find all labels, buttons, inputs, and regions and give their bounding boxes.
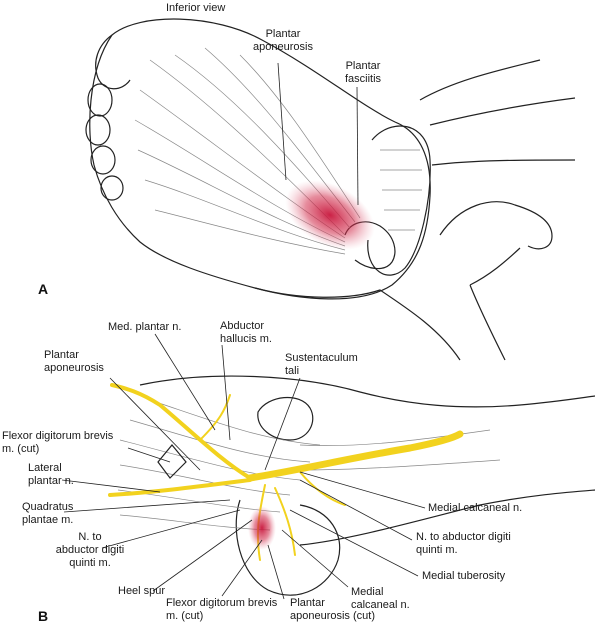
label-medial-calcaneal-n-bottom: Medial calcaneal n. bbox=[351, 586, 410, 611]
hand-outline bbox=[254, 287, 461, 361]
leader-abductor-hallucis bbox=[221, 344, 231, 441]
leader-medial-calcaneal-right bbox=[299, 471, 426, 509]
label-plantar-aponeurosis-b: Plantar aponeurosis bbox=[44, 349, 104, 374]
panel-a-letter: A bbox=[38, 281, 49, 297]
leader-plantar-fasciitis bbox=[356, 86, 359, 206]
panel-b-leaders bbox=[61, 333, 426, 600]
nerve-branch-3 bbox=[274, 487, 296, 556]
leg-outline-top bbox=[139, 375, 595, 408]
heel-outline bbox=[235, 499, 341, 596]
nerve-branch-1 bbox=[199, 394, 231, 441]
leader-med-plantar-n bbox=[154, 333, 216, 431]
malleolus bbox=[257, 396, 314, 441]
leader-lateral-plantar-n bbox=[61, 479, 161, 493]
label-med-plantar-n: Med. plantar n. bbox=[108, 321, 182, 333]
panel-b-letter: B bbox=[38, 608, 49, 624]
nerve-branch-4 bbox=[299, 471, 346, 506]
leader-medial-tuberosity bbox=[289, 509, 419, 577]
ankle-line-1 bbox=[419, 59, 541, 101]
plantar-fasciitis-highlight bbox=[285, 180, 375, 250]
label-plantar-aponeurosis-a: Plantar aponeurosis bbox=[253, 28, 313, 53]
panel-a-leaders bbox=[277, 62, 359, 206]
leader-sustentaculum-tali bbox=[264, 377, 301, 471]
hand-fingers bbox=[439, 201, 553, 250]
leader-heel-spur bbox=[152, 519, 253, 592]
leader-plantar-aponeurosis-a bbox=[277, 62, 287, 181]
posterior-tibial-nerve bbox=[246, 430, 464, 482]
label-n-abductor-digiti-quinti-right: N. to abductor digiti quinti m. bbox=[416, 531, 511, 556]
foot-sole-outline bbox=[89, 18, 431, 300]
toe-4 bbox=[90, 145, 116, 175]
label-n-abductor-digiti-quinti-left: N. to abductor digiti quinti m. bbox=[55, 531, 125, 569]
leader-n-abductor-left bbox=[101, 509, 241, 549]
label-flexor-digitorum-brevis-cut: Flexor digitorum brevis m. (cut) bbox=[2, 430, 114, 455]
view-caption: Inferior view bbox=[166, 2, 226, 14]
ankle-line-2 bbox=[429, 97, 576, 126]
ankle-line-3 bbox=[431, 159, 576, 166]
leader-plantar-aponeurosis-b bbox=[109, 377, 201, 471]
heel-spur-highlight bbox=[248, 506, 276, 550]
label-sustentaculum-tali: Sustentaculum tali bbox=[285, 352, 358, 377]
nerves bbox=[108, 383, 464, 561]
label-heel-spur: Heel spur bbox=[118, 585, 166, 597]
label-quadratus-plantae: Quadratus plantae m. bbox=[22, 501, 74, 526]
heel-pad bbox=[367, 125, 431, 276]
toe-1 bbox=[95, 34, 131, 90]
leader-medial-calcaneal-bottom bbox=[281, 529, 349, 588]
label-flexor-digitorum-brevis-bottom: Flexor digitorum brevis m. (cut) bbox=[166, 597, 278, 622]
label-medial-calcaneal-n-right: Medial calcaneal n. bbox=[428, 502, 523, 514]
leader-quadratus-plantae bbox=[63, 499, 231, 513]
leader-n-abductor-right bbox=[299, 479, 413, 541]
toe-2 bbox=[87, 83, 113, 117]
hand-palm bbox=[469, 247, 521, 361]
label-lateral-plantar-n: Lateral plantar n. bbox=[28, 462, 74, 487]
toe-5 bbox=[100, 175, 124, 201]
flexor-cut-stub bbox=[157, 444, 187, 479]
label-medial-tuberosity: Medial tuberosity bbox=[422, 570, 506, 582]
label-plantar-aponeurosis-cut: Plantar aponeurosis (cut) bbox=[290, 597, 375, 622]
leader-flexor-bottom bbox=[221, 539, 263, 597]
label-plantar-fasciitis: Plantar fasciitis bbox=[344, 60, 382, 85]
leader-flexor-digitorum-brevis bbox=[127, 447, 171, 463]
label-abductor-hallucis: Abductor hallucis m. bbox=[220, 320, 272, 345]
panel-a-illustration bbox=[85, 18, 576, 361]
medial-plantar-nerve bbox=[110, 383, 252, 480]
leader-plantar-aponeurosis-cut bbox=[267, 544, 285, 600]
toe-3 bbox=[85, 114, 111, 146]
lateral-plantar-nerve bbox=[108, 478, 252, 497]
